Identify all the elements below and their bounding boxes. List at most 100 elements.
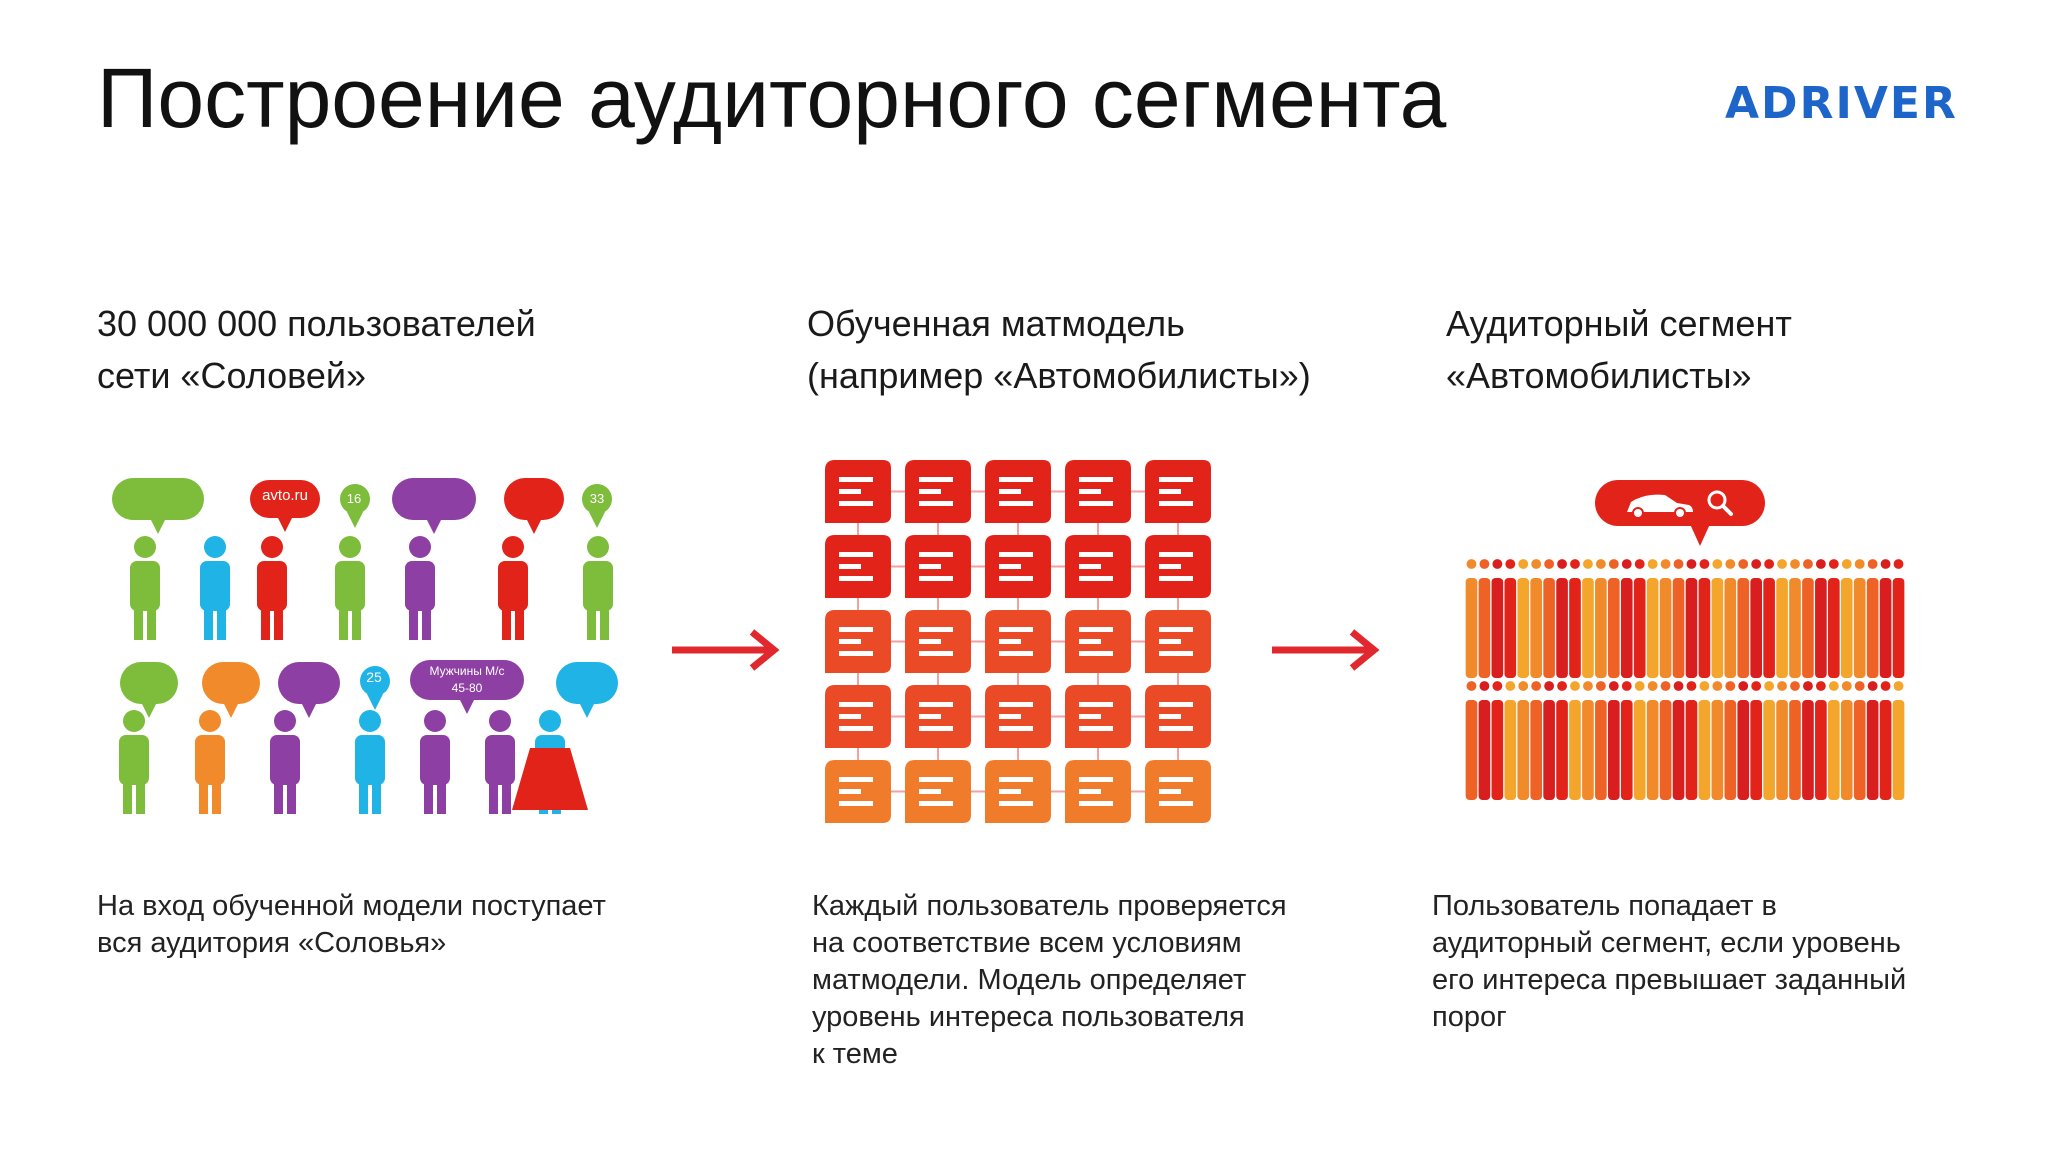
heading-line: сети «Соловей» — [97, 355, 366, 396]
speech-bubble — [392, 478, 476, 534]
description-line: его интереса превышает заданный — [1432, 964, 1907, 996]
description-line: на соответствие всем условиям — [812, 927, 1242, 959]
person-figure — [1659, 559, 1672, 678]
car-search-bubble — [1595, 480, 1765, 546]
description-line: порог — [1432, 1001, 1507, 1033]
person-figure — [1840, 681, 1853, 800]
cape-shape — [512, 748, 588, 810]
person-figure — [200, 536, 230, 640]
model-node — [1065, 460, 1131, 523]
description-line: Каждый пользователь проверяется — [812, 890, 1287, 922]
person-figure — [1646, 681, 1659, 800]
column-2-description: Каждый пользователь проверяется на соотв… — [812, 888, 1287, 1073]
person-figure — [1504, 559, 1517, 678]
person-figure — [1892, 681, 1905, 800]
bubble-text: 45-80 — [452, 681, 483, 695]
person-figure — [130, 536, 160, 640]
person-figure — [1750, 559, 1762, 678]
speech-bubble — [250, 480, 320, 532]
speech-bubble — [278, 662, 340, 718]
search-icon — [1707, 490, 1733, 516]
column-3-heading: Аудиторный сегмент «Автомобилисты» — [1446, 298, 1792, 402]
person-figure — [1724, 681, 1737, 800]
model-node — [825, 760, 891, 823]
person-figure — [1892, 559, 1905, 678]
bubble-text: 33 — [590, 491, 604, 506]
speech-bubble — [202, 662, 260, 718]
speech-bubble — [504, 478, 564, 534]
column-3-description: Пользователь попадает в аудиторный сегме… — [1432, 888, 1906, 1036]
person-figure — [1866, 681, 1879, 800]
heading-line: Обученная матмодель — [807, 303, 1185, 344]
person-figure — [1517, 681, 1530, 800]
person-figure — [1815, 559, 1827, 678]
model-node — [1145, 535, 1211, 598]
person-figure — [1530, 559, 1542, 678]
heading-line: 30 000 000 пользователей — [97, 303, 536, 344]
person-figure — [1543, 681, 1555, 800]
model-node — [985, 610, 1051, 673]
person-figure — [1556, 681, 1568, 800]
person-figure — [1608, 559, 1620, 678]
person-figure — [1853, 559, 1866, 678]
model-node — [1065, 535, 1131, 598]
description-line: матмодели. Модель определяет — [812, 964, 1247, 996]
description-line: Пользователь попадает в — [1432, 890, 1777, 922]
person-figure — [1698, 681, 1711, 800]
right-arrow-icon — [1272, 629, 1380, 671]
person-figure — [1763, 681, 1775, 800]
person-figure — [1776, 681, 1788, 800]
person-figure — [1465, 681, 1478, 800]
person-figure — [1737, 559, 1750, 678]
model-node — [905, 460, 971, 523]
model-node — [905, 610, 971, 673]
person-figure — [1530, 681, 1542, 800]
users-illustration: avto.ru 16 33 25 Мужчины М/с 45-80 — [112, 478, 618, 814]
person-figure — [195, 710, 225, 814]
car-icon — [1627, 494, 1693, 519]
person-figure — [1789, 559, 1801, 678]
person-figure — [1491, 559, 1504, 678]
person-figure — [1776, 559, 1788, 678]
person-figure — [1595, 681, 1607, 800]
bubble-text: 25 — [366, 669, 382, 685]
person-figure — [1711, 559, 1724, 678]
person-figure — [355, 710, 385, 814]
person-figure — [1478, 559, 1491, 678]
person-figure — [1828, 681, 1840, 800]
person-figure — [1633, 681, 1646, 800]
column-1-description: На вход обученной модели поступает вся а… — [97, 888, 606, 962]
model-node — [1145, 685, 1211, 748]
model-node — [985, 760, 1051, 823]
description-line: аудиторный сегмент, если уровень — [1432, 927, 1901, 959]
heading-line: (например «Автомобилисты») — [807, 355, 1311, 396]
person-figure — [1465, 559, 1478, 678]
person-figure — [420, 710, 450, 814]
person-figure — [1789, 681, 1801, 800]
person-figure — [335, 536, 365, 640]
speech-bubble — [340, 484, 370, 528]
person-figure — [583, 536, 613, 640]
model-node — [1145, 610, 1211, 673]
person-figure — [257, 536, 287, 640]
person-figure — [1724, 559, 1737, 678]
model-node — [1145, 460, 1211, 523]
model-grid-illustration — [825, 460, 1211, 823]
model-node — [1145, 760, 1211, 823]
bubble-text: 16 — [347, 491, 361, 506]
description-line: вся аудитория «Соловья» — [97, 927, 447, 959]
person-figure — [1750, 681, 1762, 800]
speech-bubble — [582, 484, 612, 528]
model-node — [905, 685, 971, 748]
model-node — [1065, 610, 1131, 673]
person-figure — [119, 710, 149, 814]
model-node — [905, 760, 971, 823]
person-figure — [1879, 559, 1892, 678]
heading-line: «Автомобилисты» — [1446, 355, 1752, 396]
column-1-heading: 30 000 000 пользователей сети «Соловей» — [97, 298, 536, 402]
person-figure — [1504, 681, 1517, 800]
person-figure — [1569, 559, 1581, 678]
person-figure — [1646, 559, 1659, 678]
person-figure — [1763, 559, 1775, 678]
person-figure — [270, 710, 300, 814]
